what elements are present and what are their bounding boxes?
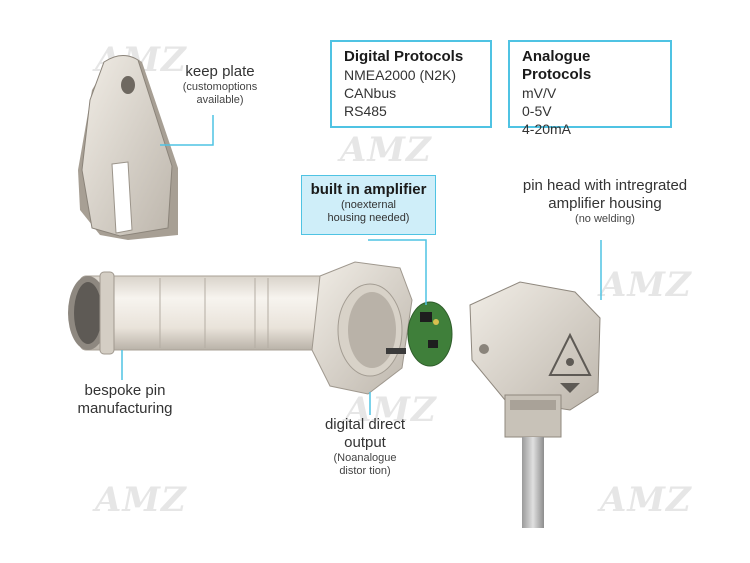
bespoke-pin-part	[68, 271, 326, 355]
amplifier-board-part	[386, 301, 453, 367]
watermark-logo: AMZ	[345, 390, 437, 430]
keep-plate-part	[78, 55, 178, 240]
bespoke-pin-title: bespoke pin	[84, 382, 166, 399]
bespoke-pin-label: bespoke pin manufacturing	[65, 382, 185, 418]
pin-head-title: amplifier housing	[548, 195, 662, 212]
pin-head-note: (no welding)	[575, 213, 635, 225]
digital-protocol-item: RS485	[344, 103, 387, 119]
pin-head-title: pin head with intregrated	[522, 177, 688, 194]
keep-plate-note: available)	[196, 94, 244, 106]
watermark-logo: AMZ	[95, 480, 187, 520]
amplifier-note: housing needed)	[327, 212, 410, 224]
leader-lines	[121, 115, 602, 415]
watermark-logo: AMZ	[340, 130, 432, 170]
analogue-protocol-item: mV/V	[522, 85, 557, 101]
digital-output-title: output	[344, 434, 386, 451]
bespoke-pin-title: manufacturing	[77, 400, 173, 417]
digital-protocol-item: CANbus	[344, 85, 397, 101]
digital-protocols-title: Digital Protocols	[344, 48, 464, 65]
keep-plate-label: keep plate (customoptions available)	[165, 63, 275, 107]
built-in-amplifier-callout: built in amplifier (noexternal housing n…	[301, 175, 436, 235]
digital-protocols-box: Digital Protocols NMEA2000 (N2K) CANbus …	[330, 40, 492, 128]
digital-output-note: (Noanalogue	[333, 452, 397, 464]
keep-plate-note: (customoptions	[182, 81, 258, 93]
amplifier-title: built in amplifier	[310, 181, 427, 198]
watermark-logo: AMZ	[600, 265, 692, 305]
analogue-protocols-title: Analogue Protocols	[522, 48, 592, 83]
analogue-protocol-item: 4-20mA	[522, 121, 572, 137]
pin-head-housing-part	[469, 281, 601, 528]
digital-output-note: distor tion)	[339, 465, 391, 477]
amplifier-note: (noexternal	[340, 199, 397, 211]
analogue-protocols-box: Analogue Protocols mV/V 0-5V 4-20mA	[508, 40, 672, 137]
digital-output-title: digital direct	[324, 416, 406, 433]
analogue-protocol-item: 0-5V	[522, 103, 552, 119]
keep-plate-title: keep plate	[185, 63, 255, 80]
watermark-logo: AMZ	[600, 480, 692, 520]
pin-head-label: pin head with intregrated amplifier hous…	[505, 177, 705, 226]
keep-plate-leader	[160, 115, 214, 146]
digital-output-label: digital direct output (Noanalogue distor…	[305, 416, 425, 478]
digital-protocol-item: NMEA2000 (N2K)	[344, 67, 457, 83]
hex-nut-part	[311, 261, 413, 395]
